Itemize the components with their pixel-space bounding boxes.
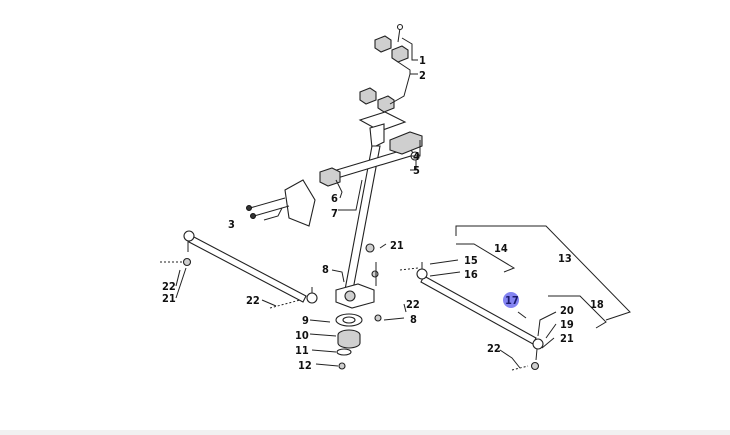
callout-18: 18 [590, 298, 604, 311]
callout-17[interactable]: 17 [505, 294, 519, 307]
callout-22d: 22 [487, 342, 501, 355]
bracket-web [369, 123, 385, 149]
callout-16: 16 [464, 268, 478, 281]
callout-21a: 21 [390, 239, 404, 252]
right-tie-rod-group [399, 262, 544, 371]
callout-19: 19 [560, 318, 574, 331]
callout-20: 20 [560, 304, 574, 317]
callout-11: 11 [295, 344, 309, 357]
steering-bracket [284, 179, 316, 227]
callout-21c: 21 [560, 332, 574, 345]
callout-22b: 22 [246, 294, 260, 307]
callout-22a: 22 [162, 280, 176, 293]
washer [336, 348, 352, 356]
left-tie-rod [188, 235, 307, 303]
upper-support-block [389, 131, 423, 155]
callout-7: 7 [331, 207, 338, 220]
upper-clamp-right [391, 45, 409, 63]
right-nut-outer [530, 361, 540, 371]
bolt-3b [253, 205, 290, 217]
callout-6: 6 [331, 192, 338, 205]
bolt-3a-head [246, 205, 252, 211]
bolt-3b-head [250, 213, 256, 219]
callout-5: 5 [413, 164, 420, 177]
right-ball-joint-outer [532, 338, 544, 350]
bracket-13 [455, 225, 631, 321]
nut-8-lower [374, 314, 382, 322]
bracket-14 [456, 243, 516, 273]
top-bolt [397, 27, 401, 43]
callout-12: 12 [298, 359, 312, 372]
callout-labels: 1 2 3 4 5 6 7 8 8 9 10 11 12 13 14 15 16… [162, 54, 604, 372]
callout-15: 15 [464, 254, 478, 267]
callout-13: 13 [558, 252, 572, 265]
steering-post-group [246, 23, 423, 370]
leader-lines [175, 37, 557, 369]
callout-14: 14 [494, 242, 508, 255]
callout-3: 3 [228, 218, 235, 231]
top-bolt-head [396, 23, 404, 31]
highlight-marker[interactable] [503, 292, 519, 308]
callout-22c: 22 [406, 298, 420, 311]
bearing-block [319, 167, 341, 187]
bracket-18 [548, 295, 607, 329]
callout-9: 9 [302, 314, 309, 327]
callout-1: 1 [419, 54, 426, 67]
left-cotter-pin-inner [269, 299, 301, 309]
lower-clamp-left [359, 87, 377, 105]
callout-4: 4 [413, 150, 420, 163]
callout-8a: 8 [322, 263, 329, 276]
right-tie-rod [420, 275, 537, 345]
right-ball-joint-inner [416, 268, 428, 280]
right-cotter-pin-inner [399, 267, 419, 271]
callout-8b: 8 [410, 313, 417, 326]
callout-2: 2 [419, 69, 426, 82]
bearing-hole [342, 316, 356, 324]
left-ball-joint-inner [306, 292, 318, 304]
nut-21-center [365, 243, 375, 253]
pin-center [371, 270, 379, 278]
left-nut-outer [182, 257, 192, 267]
callout-21b: 21 [162, 292, 176, 305]
bolt-3a [249, 197, 286, 209]
upper-clamp-left [374, 35, 392, 53]
assembly-brackets [455, 225, 631, 329]
left-tie-rod-group [160, 230, 318, 309]
bottom-scroll-strip [0, 430, 730, 435]
lower-clamp-right [377, 95, 395, 113]
nut-12 [338, 362, 346, 370]
callout-10: 10 [295, 329, 309, 342]
bushing [337, 329, 361, 349]
left-ball-joint-outer [183, 230, 195, 242]
right-stud-outer [535, 348, 538, 361]
pivot-arm [344, 290, 356, 302]
